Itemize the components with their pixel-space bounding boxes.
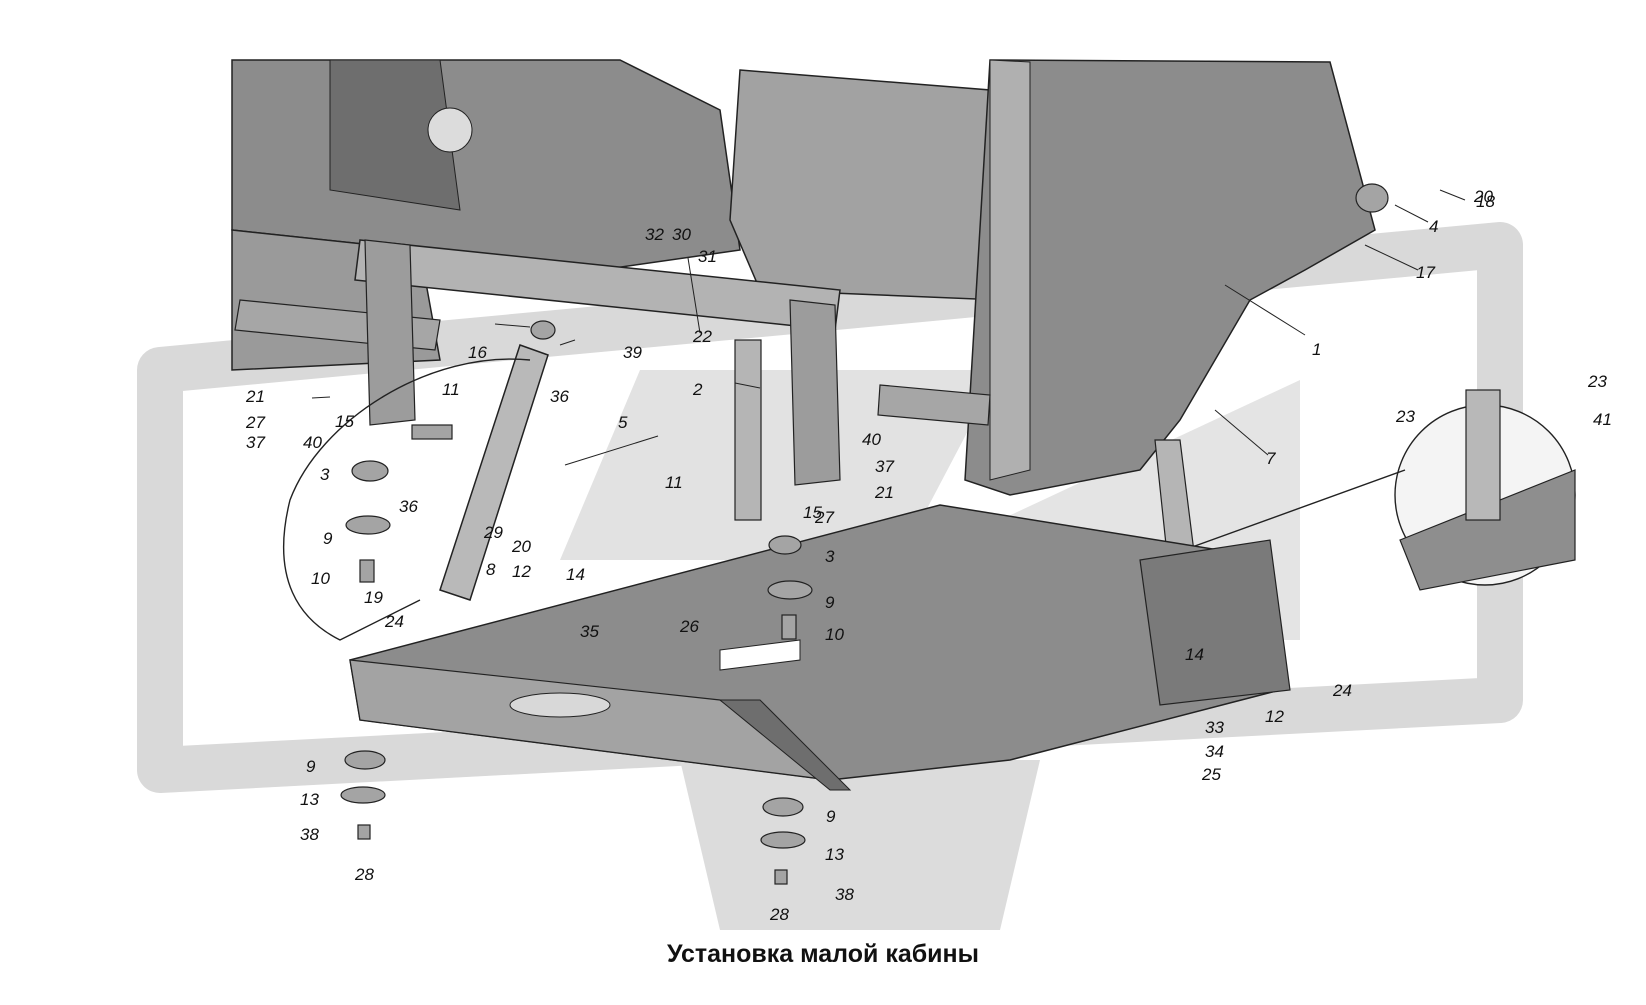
callout: 27 xyxy=(245,413,265,432)
callout: 38 xyxy=(835,885,854,904)
callout: 36 xyxy=(550,387,569,406)
strut-arm xyxy=(439,344,549,601)
callout: 10 xyxy=(825,625,844,644)
callout: 3 xyxy=(320,465,330,484)
callout: 1 xyxy=(1312,340,1321,359)
callout: 37 xyxy=(875,457,894,476)
cab-side-right xyxy=(964,59,1376,496)
callout: 20 xyxy=(1473,187,1493,206)
callout: 23 xyxy=(1587,372,1607,391)
callout: 26 xyxy=(679,617,699,636)
callout: 12 xyxy=(512,562,531,581)
callout: 15 xyxy=(803,503,822,522)
callout: 3 xyxy=(825,547,835,566)
callout: 19 xyxy=(364,588,383,607)
callout: 12 xyxy=(1265,707,1284,726)
callout: 35 xyxy=(580,622,599,641)
callout: 9 xyxy=(306,757,316,776)
callout: 7 xyxy=(1266,449,1276,468)
detail-inset xyxy=(1399,389,1576,591)
callout: 31 xyxy=(698,247,717,266)
callout: 18 xyxy=(1476,192,1495,211)
callout: 8 xyxy=(486,560,496,579)
callout: 32 xyxy=(645,225,664,244)
callout: 9 xyxy=(826,807,836,826)
callout: 15 xyxy=(335,412,354,431)
callout: 25 xyxy=(1201,765,1221,784)
callout: 10 xyxy=(311,569,330,588)
callout: 41 xyxy=(1593,410,1612,429)
callout: 36 xyxy=(399,497,418,516)
callout: 21 xyxy=(245,387,265,406)
callout: 9 xyxy=(323,529,333,548)
callout: 27 xyxy=(814,508,834,527)
callout: 28 xyxy=(354,865,374,884)
callout: 11 xyxy=(442,380,460,399)
callout: 2 xyxy=(692,380,703,399)
callout: 5 xyxy=(618,413,628,432)
callout: 21 xyxy=(874,483,894,502)
callout: 38 xyxy=(300,825,319,844)
callout: 28 xyxy=(769,905,789,924)
callout: 24 xyxy=(1332,681,1352,700)
callout: 37 xyxy=(246,433,265,452)
callout: 17 xyxy=(1416,263,1435,282)
cab-body-middle xyxy=(729,69,1001,301)
callout-labels: 1 2 3 3 4 5 7 8 9 9 9 9 10 10 11 11 12 1… xyxy=(245,187,1612,924)
callout: 24 xyxy=(384,612,404,631)
callout: 9 xyxy=(825,593,835,612)
callout: 30 xyxy=(672,225,691,244)
callout: 40 xyxy=(862,430,881,449)
callout: 34 xyxy=(1205,742,1224,761)
callout: 13 xyxy=(825,845,844,864)
callout: 14 xyxy=(566,565,585,584)
callout: 22 xyxy=(692,327,712,346)
chassis-frame xyxy=(349,504,1291,791)
callout: 4 xyxy=(1429,217,1438,236)
callout: 13 xyxy=(300,790,319,809)
callout: 23 xyxy=(1395,407,1415,426)
callout: 29 xyxy=(483,523,503,542)
hinge-brackets xyxy=(364,239,841,486)
callout: 33 xyxy=(1205,718,1224,737)
callout: 11 xyxy=(665,473,683,492)
callout: 20 xyxy=(511,537,531,556)
callout: 39 xyxy=(623,343,642,362)
leader-lines xyxy=(311,189,1466,466)
callout: 16 xyxy=(468,343,487,362)
callout: 14 xyxy=(1185,645,1204,664)
small-parts xyxy=(340,183,1389,885)
diagram-title: Установка малой кабины xyxy=(666,940,979,968)
callout: 40 xyxy=(303,433,322,452)
